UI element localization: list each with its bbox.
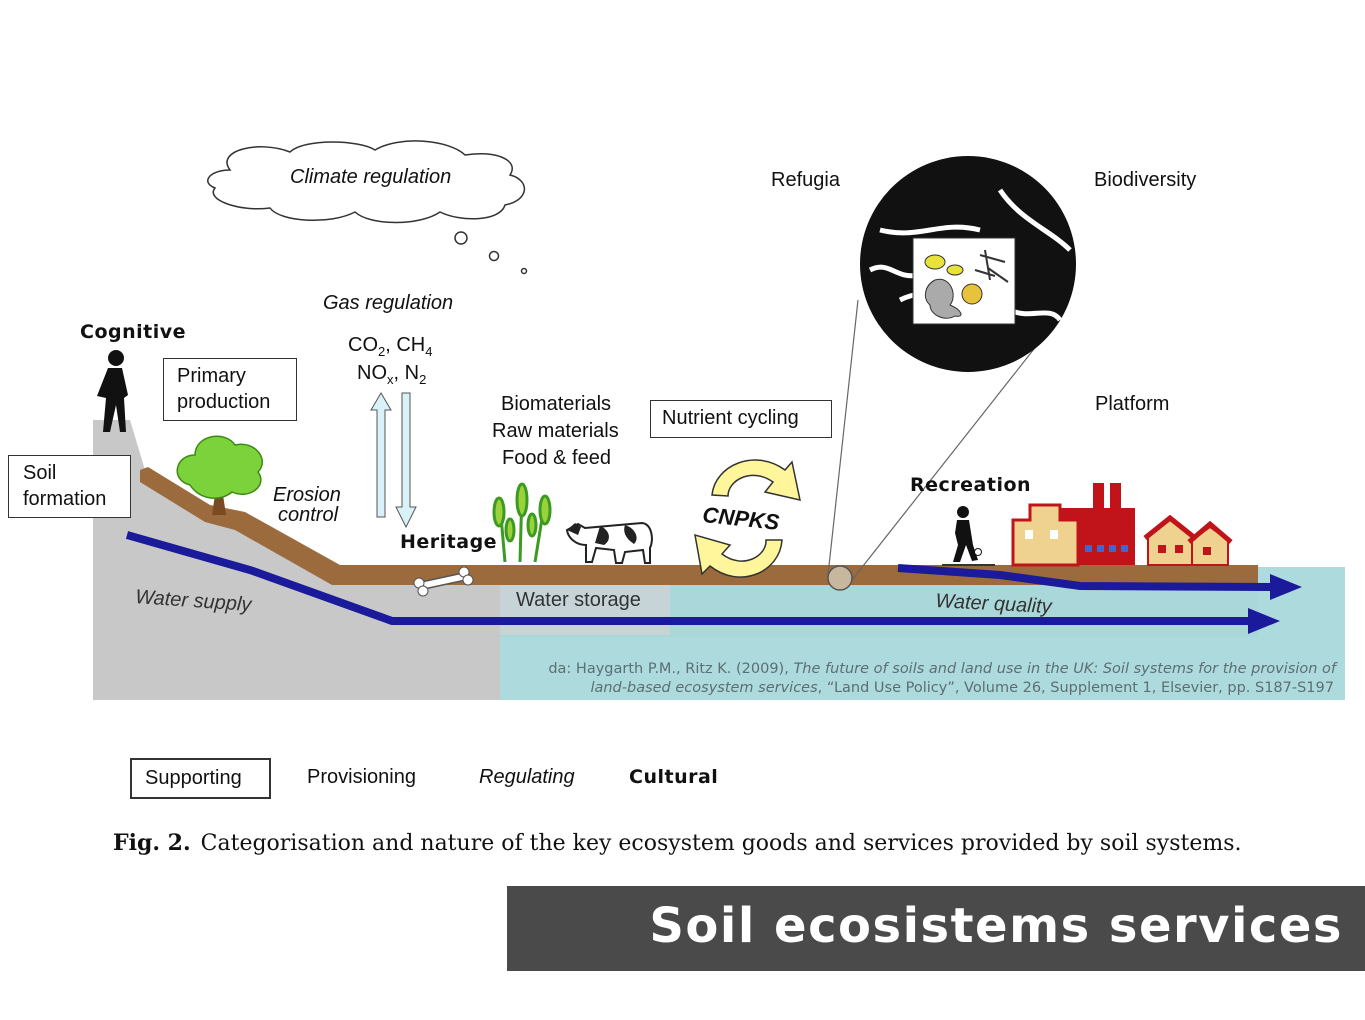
legend-provisioning-label: Provisioning	[307, 766, 416, 788]
water-supply-line	[125, 531, 1250, 625]
thought-bubble-icon	[488, 250, 500, 262]
figure-caption: Fig. 2. Categorisation and nature of the …	[113, 830, 1242, 856]
soil-formation-box: Soil formation	[8, 455, 131, 518]
gas-n-subscript: 2	[419, 372, 427, 387]
primary-production-line2: production	[177, 391, 271, 413]
soil-layer	[140, 467, 1258, 585]
nutrient-cycling-label: Nutrient cycling	[662, 407, 799, 429]
primary-production-box: Primary production	[163, 358, 297, 421]
water-quality-arrowhead	[1270, 574, 1302, 600]
factory-icon	[1011, 483, 1135, 567]
source-line2: land-based ecosystem services, “Land Use…	[500, 679, 1336, 698]
thought-bubble-icon	[454, 231, 468, 245]
source-title-part1: The future of soils and land use in the …	[793, 661, 1336, 677]
platform-label: Platform	[1095, 393, 1170, 415]
title-banner: Soil ecosistems services	[507, 886, 1365, 971]
cognitive-label: Cognitive	[80, 321, 187, 343]
erosion-control-line1: Erosion	[273, 484, 341, 506]
biomaterials-label: Biomaterials	[501, 393, 612, 415]
cloud-icon	[207, 140, 526, 224]
nutrient-cycling-box: Nutrient cycling	[650, 400, 832, 438]
climate-regulation-label: Climate regulation	[290, 166, 452, 188]
legend-supporting-box: Supporting	[130, 758, 271, 799]
soil-formation-line2: formation	[23, 488, 107, 510]
gas-co-text: CO	[348, 334, 378, 356]
soil-sample-icon	[827, 565, 853, 591]
raw-materials-label: Raw materials	[492, 420, 619, 442]
bone-icon	[413, 566, 474, 597]
gas-regulation-label: Gas regulation	[323, 292, 454, 314]
gas-co-subscript: 2	[378, 344, 386, 359]
source-rest: , “Land Use Policy”, Volume 26, Suppleme…	[817, 680, 1334, 696]
gas-exchange-arrows-icon	[370, 392, 417, 529]
houses-icon	[1143, 514, 1233, 566]
refugia-label: Refugia	[771, 169, 840, 191]
gas-formula-co2-ch4: CO2, CH4	[348, 334, 432, 359]
heritage-label: Heritage	[400, 531, 498, 553]
legend-supporting-label: Supporting	[145, 767, 242, 789]
nutrient-cycle-icon	[694, 459, 801, 578]
person-silhouette-icon	[97, 350, 128, 432]
gas-no-subscript: x	[387, 372, 394, 387]
gas-ch-text: , CH	[385, 334, 426, 356]
food-feed-label: Food & feed	[502, 447, 611, 469]
legend-cultural-label: Cultural	[629, 766, 719, 788]
erosion-control-line2: control	[278, 504, 339, 526]
source-title-part2: land-based ecosystem services	[590, 680, 818, 696]
wheat-icon	[492, 482, 552, 563]
water-storage-panel	[500, 577, 670, 635]
soil-formation-line1: Soil	[23, 462, 57, 484]
cow-icon	[565, 521, 653, 564]
source-prefix: da: Haygarth P.M., Ritz K. (2009),	[548, 661, 794, 677]
soil-microscopy-icon	[860, 156, 1076, 372]
recreation-label: Recreation	[910, 474, 1032, 496]
water-quality-line	[897, 564, 1273, 591]
primary-production-line1: Primary	[177, 365, 246, 387]
figure-caption-text: Categorisation and nature of the key eco…	[200, 831, 1242, 856]
thought-bubble-icon	[520, 267, 528, 275]
slide-title: Soil ecosistems services	[649, 898, 1343, 954]
tree-icon	[176, 435, 264, 515]
magnifier-line	[827, 299, 859, 576]
figure-number: Fig. 2.	[113, 830, 191, 856]
gas-no-text: NO	[357, 362, 387, 384]
source-citation: da: Haygarth P.M., Ritz K. (2009), The f…	[500, 660, 1336, 698]
water-storage-label: Water storage	[516, 589, 641, 611]
biodiversity-label: Biodiversity	[1094, 169, 1197, 191]
magnifier-line	[851, 334, 1046, 581]
gas-formula-nox-n2: NOx, N2	[357, 362, 426, 387]
walker-silhouette-icon	[942, 506, 995, 566]
gas-ch-subscript: 4	[425, 344, 433, 359]
gas-n-text: , N	[393, 362, 420, 384]
water-supply-arrowhead	[1248, 608, 1280, 634]
legend-regulating-label: Regulating	[479, 766, 575, 788]
